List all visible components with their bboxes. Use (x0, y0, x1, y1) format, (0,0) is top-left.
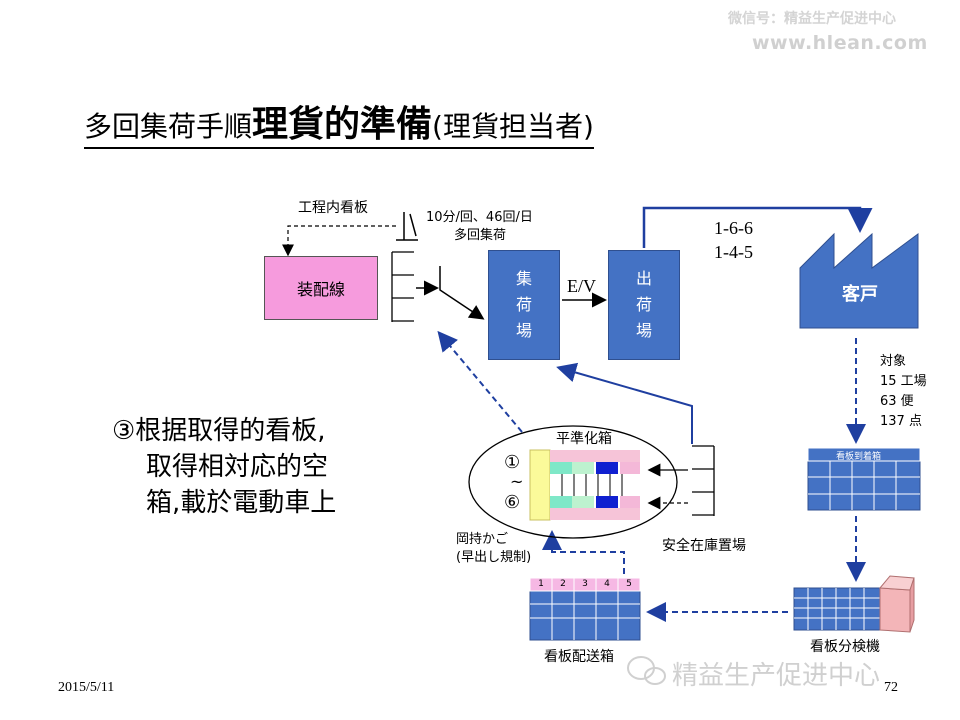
carrier-cage-label: 岡持かご (456, 532, 509, 547)
leveling-box-label: 平準化箱 (556, 431, 612, 447)
ev-label: E/V (567, 276, 596, 296)
collection-area-label: 集荷場 (516, 269, 533, 340)
tilde-label: ~ (510, 472, 524, 491)
target-points: 137 点 (880, 414, 922, 429)
factory-icon (799, 232, 919, 329)
route-label-2: 1-4-5 (714, 242, 753, 262)
kanban-in-process-label: 工程内看板 (298, 200, 368, 216)
kanban-delivery-box (529, 577, 641, 641)
multi-collection-label: 多回集荷 (454, 228, 507, 243)
title-prefix: 多回集荷手順 (84, 110, 253, 143)
step-line-1: ③根据取得的看板, (112, 416, 326, 446)
delivery-box-numbers: 1 2 3 4 5 (530, 578, 640, 591)
target-label: 対象 (880, 354, 907, 369)
frequency-label: 10分/回、46回/日 (426, 210, 533, 225)
line-side-shelf (391, 251, 414, 322)
delivery-number: 1 (538, 579, 544, 589)
carrier-cage (529, 449, 551, 521)
delivery-number: 3 (582, 579, 588, 589)
delivery-number: 4 (604, 579, 610, 589)
step-line-3: 箱,載於電動車上 (146, 488, 337, 518)
collection-area-box: 集荷場 (488, 250, 560, 360)
safety-stock-label: 安全在庫置場 (662, 538, 746, 554)
step-line-2: 取得相対応的空 (146, 452, 329, 482)
title-main: 理貨的準備 (252, 104, 433, 145)
early-release-label: (早出し規制) (456, 550, 532, 565)
slide-title: 多回集荷手順理貨的準備(理貨担当者) (84, 104, 594, 150)
circle-6-label: ⑥ (504, 492, 521, 513)
wechat-icon (627, 656, 666, 685)
kanban-arrival-box-label: 看板到着箱 (836, 452, 882, 462)
shipping-area-box: 出荷場 (608, 250, 680, 360)
circle-1-label: ① (504, 452, 521, 473)
step-description: ③根据取得的看板, 取得相対応的空 箱,載於電動車上 (112, 413, 336, 521)
watermark-bottom: 精益生产促进中心 (672, 661, 881, 691)
delivery-number: 2 (560, 579, 566, 589)
customer-label: 客戸 (842, 284, 878, 305)
leveling-area-ellipse (468, 425, 678, 539)
kanban-post-icon (396, 212, 418, 241)
kanban-sorter-machine (793, 575, 915, 633)
slide-date: 2015/5/11 (58, 680, 115, 695)
assembly-line-box: 装配線 (264, 256, 378, 320)
safety-stock-shelf (692, 445, 715, 516)
slide-page-number: 72 (884, 680, 898, 695)
kanban-flow-line (282, 225, 396, 257)
watermark-url: www.hlean.com (752, 32, 928, 54)
kanban-arrival-box (807, 447, 921, 511)
shipping-area-label: 出荷場 (636, 269, 653, 340)
sorter-label: 看板分検機 (810, 639, 880, 655)
watermark-wechat: 微信号：精益生产促进中心 (728, 11, 896, 27)
target-trips: 63 便 (880, 394, 914, 409)
route-label-1: 1-6-6 (714, 218, 753, 238)
delivery-number: 5 (626, 579, 632, 589)
target-plants: 15 工場 (880, 374, 927, 389)
delivery-box-label: 看板配送箱 (544, 649, 614, 665)
leveling-box (550, 450, 640, 520)
title-suffix: (理貨担当者) (432, 110, 594, 143)
